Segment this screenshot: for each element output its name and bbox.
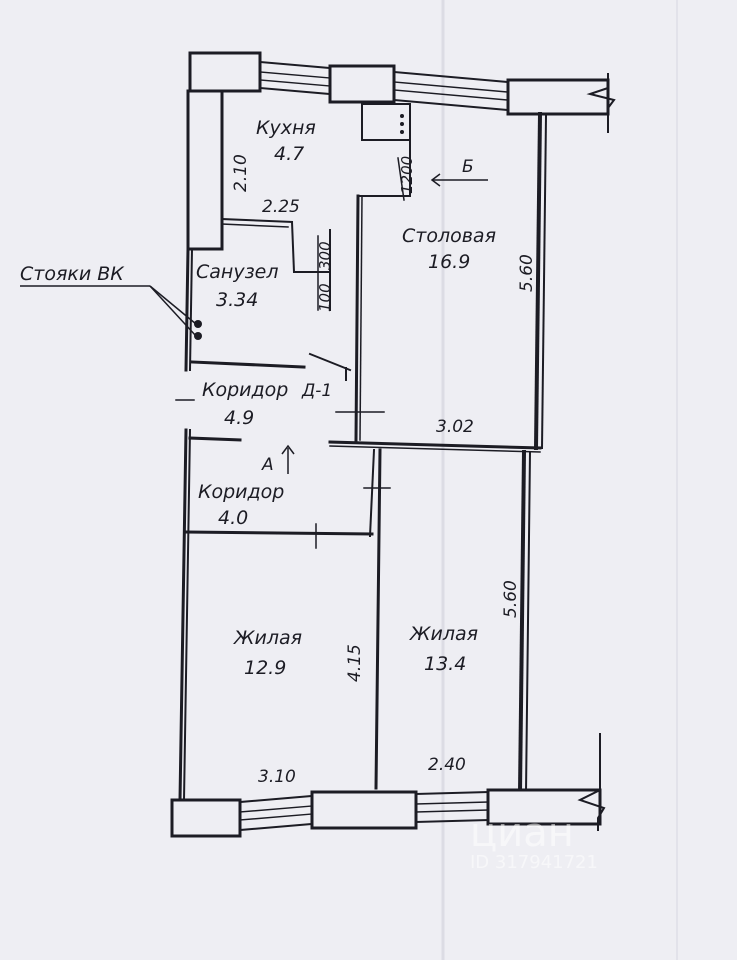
wall-pier-bottom-mid [310, 790, 418, 830]
wall-pier-top-right [506, 78, 610, 116]
wall-pier-bottom-right [486, 788, 602, 826]
section-b-label: Б [462, 157, 474, 177]
door-label: Д-1 [301, 381, 332, 401]
watermark-brand: циан [470, 810, 574, 856]
section-a-label: А [261, 455, 274, 475]
room-label-corridor-1: Коридор [202, 379, 288, 401]
room-area-bathroom: 3.34 [216, 289, 258, 311]
room-area-corridor-2: 4.0 [218, 507, 248, 529]
dimension-wall-300: 300 [316, 241, 334, 270]
room-label-dining: Столовая [402, 225, 496, 247]
risers-label: Стояки ВК [20, 263, 125, 285]
room-area-dining: 16.9 [428, 251, 470, 273]
dimension-living-1-height: 4.15 [345, 644, 365, 682]
room-area-kitchen: 4.7 [274, 143, 304, 165]
riser-marker [194, 320, 202, 328]
vent-dot [400, 122, 404, 126]
room-label-bathroom: Санузел [196, 261, 279, 283]
room-label-living-2: Жилая [409, 623, 478, 645]
riser-marker [194, 332, 202, 340]
room-label-kitchen: Кухня [256, 117, 316, 139]
dimension-living-2-width: 2.40 [428, 755, 466, 775]
wall-pier-top-mid [328, 64, 396, 104]
dimension-dining-width: 3.02 [436, 417, 474, 437]
wall-left-kitchen [186, 89, 224, 251]
room-area-living-2: 13.4 [424, 653, 466, 675]
vent-dot [400, 130, 404, 134]
watermark-id: ID 317941721 [470, 852, 598, 873]
room-area-corridor-1: 4.9 [224, 407, 254, 429]
section-arrow-b [430, 173, 488, 187]
wall-pier-bottom-left [170, 798, 242, 838]
dimension-dining-height: 5.60 [517, 254, 537, 292]
riser-leader [149, 285, 197, 337]
dimension-kitchen-height: 2.10 [231, 154, 251, 192]
section-arrow-a [281, 444, 295, 474]
walls [170, 51, 616, 838]
dimension-kitchen-width: 2.25 [262, 197, 300, 217]
vent-dot [400, 114, 404, 118]
wall-pier-top-left [188, 51, 262, 93]
dimension-niche: 1200 [398, 156, 416, 194]
room-area-living-1: 12.9 [244, 657, 286, 679]
dimension-living-1-width: 3.10 [258, 767, 296, 787]
dimension-wall-100: 100 [316, 283, 334, 312]
dimension-living-2-height: 5.60 [501, 580, 521, 618]
room-label-corridor-2: Коридор [198, 481, 284, 503]
room-label-living-1: Жилая [233, 627, 302, 649]
riser-leader [149, 285, 197, 325]
